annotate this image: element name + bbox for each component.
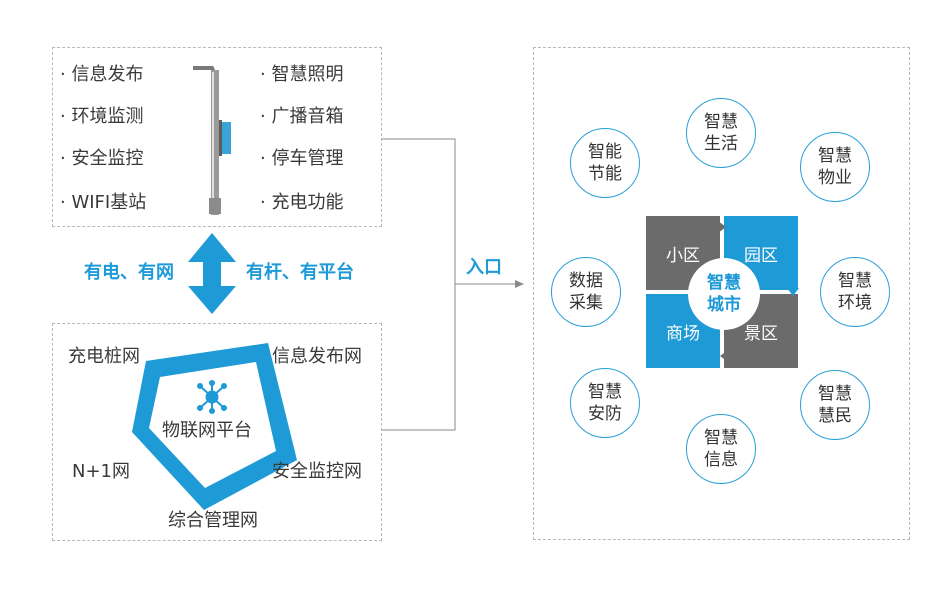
feature-item: · 充电功能 (260, 192, 344, 213)
entry-label: 入口 (466, 257, 502, 278)
smart-city-box (533, 47, 910, 540)
circle-smart-security: 智慧安防 (570, 368, 640, 438)
middle-left-label: 有电、有网 (84, 262, 174, 283)
circle-data-collection: 数据采集 (551, 257, 621, 327)
feature-item: · 信息发布 (60, 64, 144, 85)
feature-item: · 广播音箱 (260, 106, 344, 127)
feature-item: · WIFI基站 (60, 192, 147, 213)
feature-item: · 停车管理 (260, 148, 344, 169)
circle-smart-energy: 智能节能 (570, 128, 640, 198)
middle-right-label: 有杆、有平台 (246, 262, 354, 283)
iot-node-label: 充电桩网 (68, 346, 140, 367)
pole-features-box (52, 47, 382, 227)
iot-node-label: N+1网 (72, 461, 130, 482)
circle-smart-people: 智慧慧民 (800, 370, 870, 440)
iot-platform-box (52, 323, 382, 541)
feature-item: · 安全监控 (60, 148, 144, 169)
feature-item: · 环境监测 (60, 106, 144, 127)
iot-center-label: 物联网平台 (162, 420, 252, 441)
circle-smart-life: 智慧生活 (686, 98, 756, 168)
iot-node-label: 信息发布网 (272, 346, 362, 367)
iot-node-label: 综合管理网 (168, 510, 258, 531)
circle-smart-property: 智慧物业 (800, 132, 870, 202)
circle-smart-environment: 智慧环境 (820, 257, 890, 327)
circle-smart-info: 智慧信息 (686, 414, 756, 484)
feature-item: · 智慧照明 (260, 64, 344, 85)
iot-node-label: 安全监控网 (272, 461, 362, 482)
city-center: 智慧城市 (688, 258, 760, 330)
